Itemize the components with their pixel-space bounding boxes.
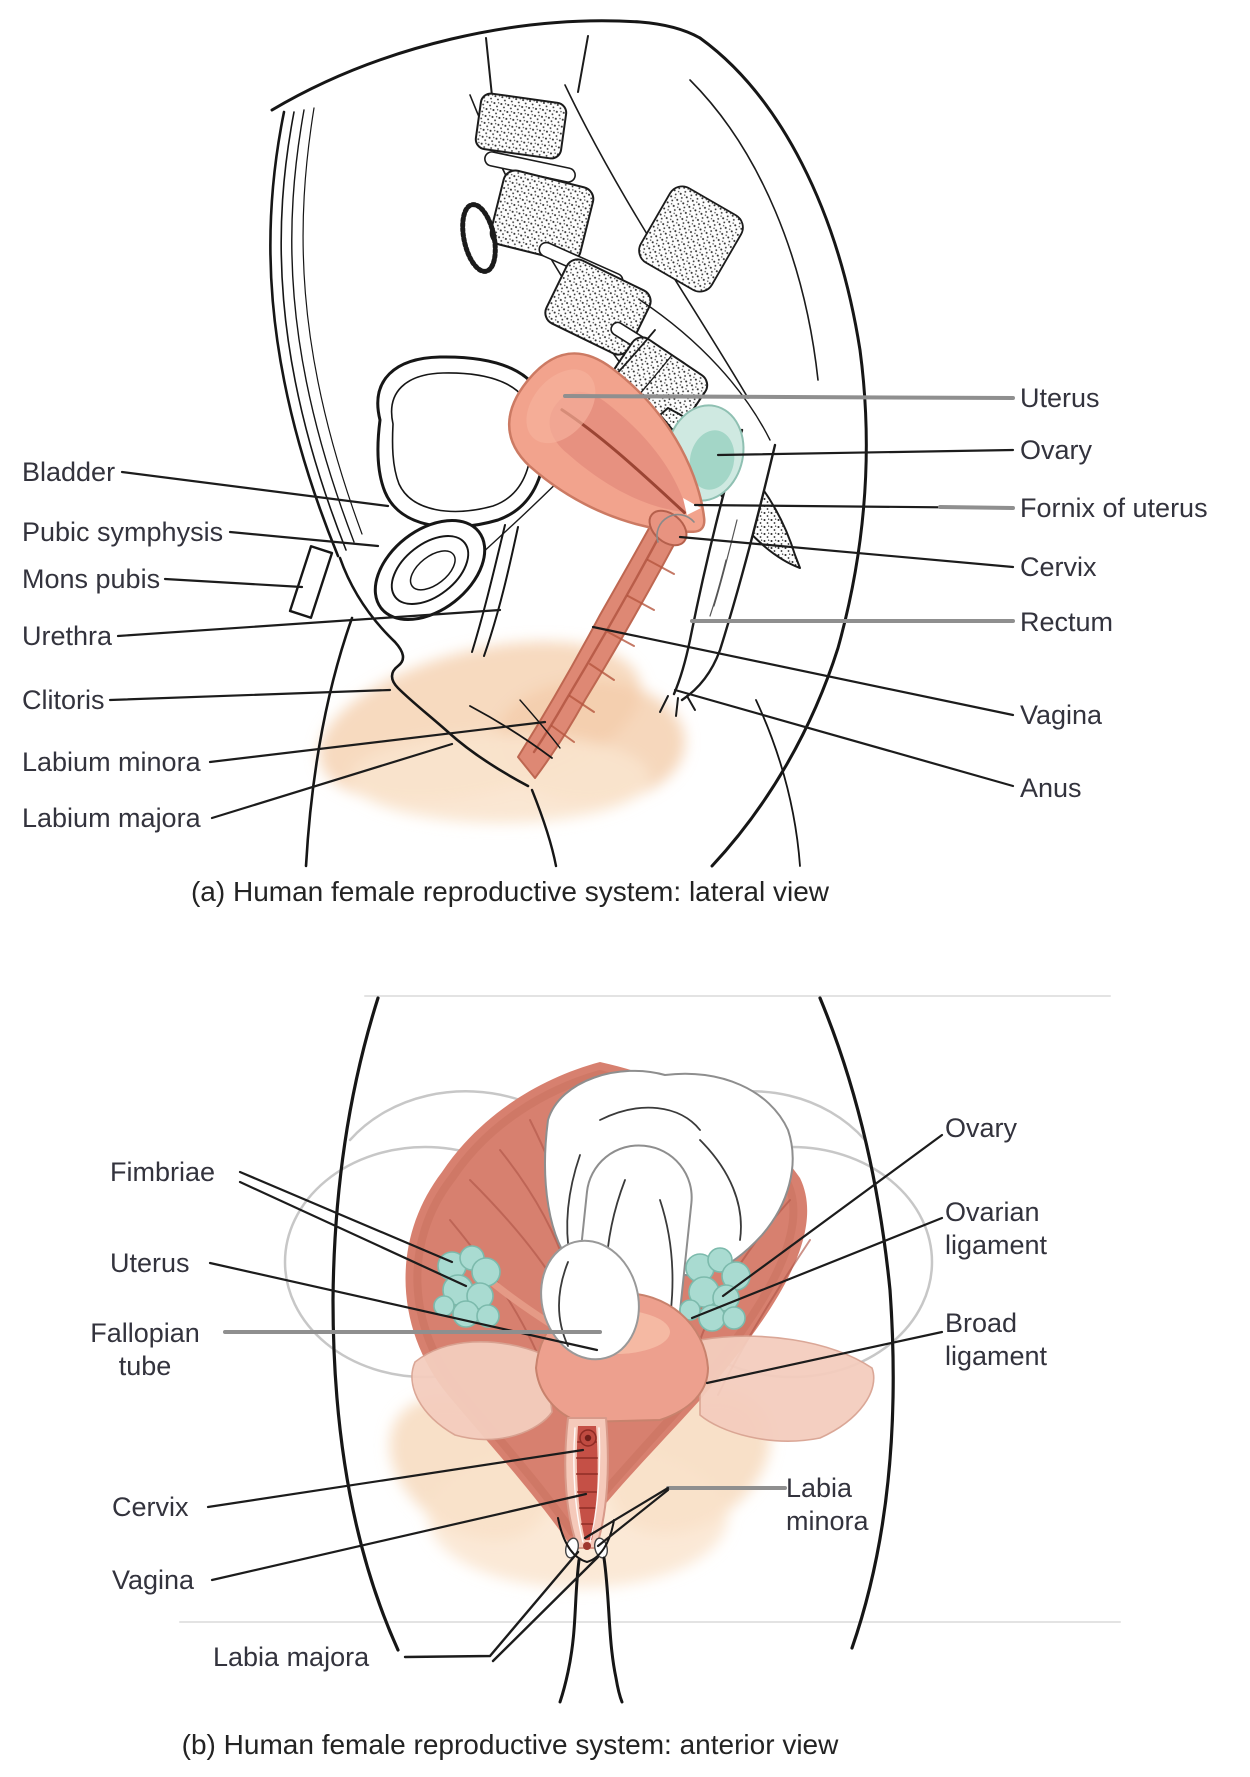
- label-cervix-anterior: Cervix: [112, 1492, 189, 1522]
- label-labium-minora: Labium minora: [22, 747, 201, 777]
- label-vagina-anterior: Vagina: [112, 1565, 195, 1595]
- label-fornix: Fornix of uterus: [1020, 493, 1208, 523]
- label-labia-minora: Labia minora: [786, 1473, 869, 1536]
- label-cervix-lateral: Cervix: [1020, 552, 1097, 582]
- anus-marks: [659, 695, 696, 717]
- anterior-view-figure: [179, 995, 1121, 1704]
- label-rectum: Rectum: [1020, 607, 1114, 637]
- leader-lines-lateral: [108, 394, 1015, 820]
- label-uterus-lateral: Uterus: [1020, 383, 1100, 413]
- broad-ligament-shape: [411, 1335, 875, 1442]
- figure-box-edges: [179, 995, 1121, 1623]
- label-vagina-lateral: Vagina: [1020, 700, 1103, 730]
- label-ovary-lateral: Ovary: [1020, 435, 1093, 465]
- cervix-fornix-shape: [648, 498, 701, 547]
- vulva-anterior: [557, 1517, 624, 1704]
- label-labium-majora: Labium majora: [22, 803, 201, 833]
- vulva-contour-lateral: [338, 556, 561, 788]
- label-ovarian-ligament: Ovarian ligament: [945, 1197, 1048, 1260]
- uterus-shape-lateral: [508, 352, 706, 533]
- caption-lateral-view: (a) Human female reproductive system: la…: [190, 876, 829, 907]
- pubic-symphysis-bone: [373, 518, 487, 622]
- caption-anterior-view: (b) Human female reproductive system: an…: [181, 1729, 839, 1760]
- torso-outline: [269, 19, 868, 868]
- label-anus: Anus: [1020, 773, 1082, 803]
- perineum-skin-shading: [318, 641, 685, 823]
- urethra-shape: [471, 524, 519, 657]
- label-broad-ligament: Broad ligament: [945, 1308, 1048, 1371]
- label-fimbriae: Fimbriae: [110, 1157, 216, 1187]
- label-ovary-anterior: Ovary: [945, 1113, 1018, 1143]
- leader-lines-anterior: [206, 1133, 944, 1663]
- label-clitoris: Clitoris: [22, 685, 105, 715]
- label-urethra: Urethra: [22, 621, 113, 651]
- mons-pubis-bracket: [288, 545, 334, 619]
- lateral-view-figure: [108, 19, 1015, 868]
- vagina-shape-lateral: [517, 502, 696, 779]
- torso-outline-anterior: [331, 996, 895, 1652]
- label-fallopian-tube: Fallopian tube: [90, 1318, 200, 1381]
- label-pubic-symphysis: Pubic symphysis: [22, 517, 224, 547]
- vagina-shape-anterior: [564, 1417, 609, 1549]
- label-bladder: Bladder: [22, 457, 116, 487]
- label-uterus-anterior: Uterus: [110, 1248, 190, 1278]
- label-mons-pubis: Mons pubis: [22, 564, 161, 594]
- label-labia-majora: Labia majora: [213, 1642, 370, 1672]
